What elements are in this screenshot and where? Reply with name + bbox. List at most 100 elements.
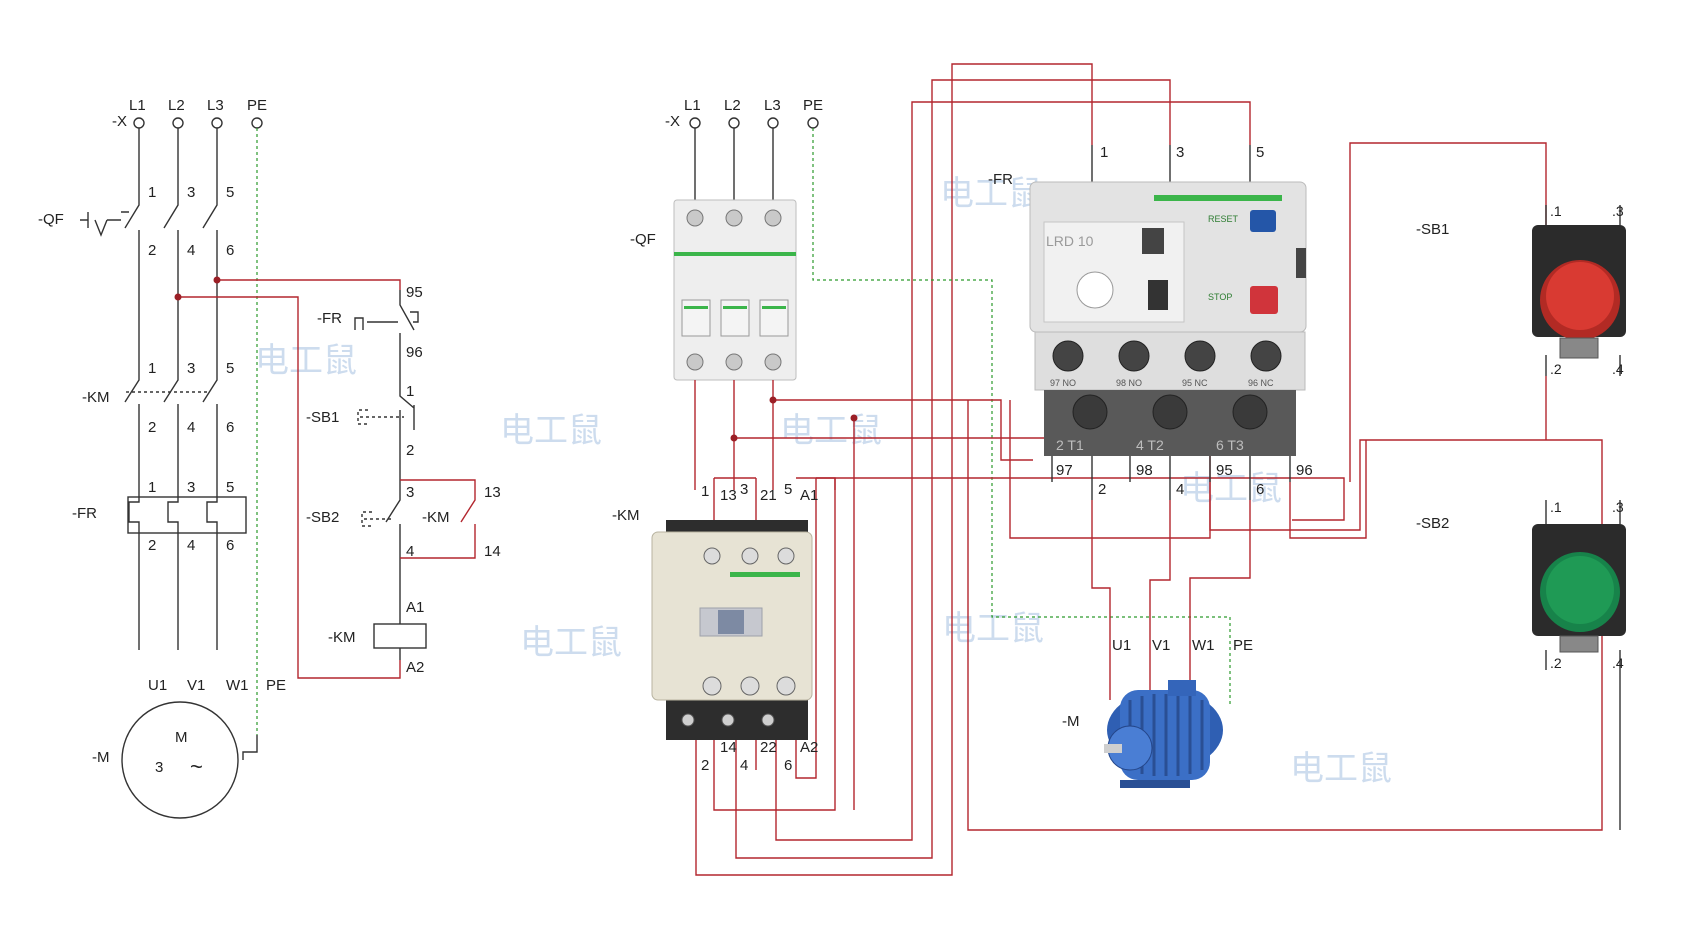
qf-toggle-mark [723,306,747,309]
sb1-cap[interactable] [1546,262,1614,330]
sb1-device-tag: -SB1 [1416,221,1449,238]
junction-dot [174,293,182,301]
fr-num: 1 [148,479,156,496]
motor-tag: -M [92,749,110,766]
fr-num: 1 [1100,144,1108,161]
wiring-pe-conductor [812,128,1231,705]
fr-stop-button[interactable] [1250,286,1278,314]
fr-num: 4 [1176,481,1184,498]
qf-screw [764,209,782,227]
km-num: 22 [760,739,777,756]
km-num: 5 [226,360,234,377]
fr-mode-switch [1142,228,1164,254]
sb1-nc-contact [399,380,415,480]
terminal-pe [251,117,263,129]
qf-breaker-device [673,199,797,381]
km-num: 6 [226,419,234,436]
motor-symbol [121,701,239,819]
wire-fr-t1-u1 [1091,500,1111,700]
supply-label-l3: L3 [207,97,224,114]
control-num: 13 [484,484,501,501]
wire-km5-to-fr5 [775,101,1251,841]
km-screw [740,676,760,696]
fr-num: 5 [226,479,234,496]
km-coil [373,623,427,649]
fr-num: 2 [148,537,156,554]
fr-num: 95 [1216,462,1233,479]
fr-aux-label: 97 NO [1050,378,1076,388]
junction-dot [730,434,738,442]
fr-thermal-box [127,496,247,534]
fr-output-screw [1072,394,1108,430]
fr-num: 96 [1296,462,1313,479]
sb2-cap[interactable] [1546,556,1614,624]
control-num: 1 [406,383,414,400]
control-wire-l3 [217,279,401,290]
wiring-terminal-l2 [728,117,740,129]
wiring-supply-l2: L2 [724,97,741,114]
fr-dial [1076,271,1114,309]
km-num: 1 [701,483,709,500]
sb2-start-button[interactable] [1532,524,1626,653]
sb2-contact-block [1559,635,1599,653]
fr-nc-contact [399,290,415,380]
wire-fr-t2-v1 [1149,500,1171,700]
watermark: 电工鼠 [940,174,1042,214]
fr-num: 4 [187,537,195,554]
sb1-stop-button[interactable] [1532,225,1626,359]
km-main-contacts [124,260,218,485]
sb1-actuator [357,409,404,425]
fr-side-latch [1296,248,1306,278]
fr-relay-device: LRD 10 RESET STOP 97 NO 98 NO 95 NC 96 N… [1029,181,1307,456]
motor-ground [242,735,258,760]
sb1-num: .1 [1550,203,1562,219]
motor-feet [1120,780,1190,788]
qf-device-tag: -QF [630,231,656,248]
fr-green-strip [1154,195,1282,201]
supply-label-pe: PE [247,97,267,114]
wiring-terminal-l1 [689,117,701,129]
fr-output-label: 4 T2 [1136,437,1164,453]
qf-toggle-mark [684,306,708,309]
qf-screw [725,209,743,227]
km-screw [721,713,735,727]
terminal-l2 [172,117,184,129]
wire-l3-to-fr95 [773,399,1033,461]
qf-screw [725,353,743,371]
km-green-strip [730,572,800,577]
km-tag: -KM [82,389,110,406]
wire-km3-to-fr3 [735,79,1171,859]
qf-body [673,199,797,381]
control-km-aux-tag: -KM [422,509,450,526]
qf-green-strip [674,252,796,256]
km-num: 6 [784,757,792,774]
control-num: 4 [406,543,414,560]
sb2-num: .2 [1550,655,1562,671]
control-num: 14 [484,543,501,560]
km-num: A2 [800,739,818,756]
motor-label: M [175,729,188,746]
wiring-supply-l1: L1 [684,97,701,114]
motor-terminal-pe: PE [266,677,286,694]
motor-terminal-v1: V1 [187,677,205,694]
watermark: 电工鼠 [500,411,602,451]
fr-num: 6 [226,537,234,554]
wire-km1-to-fr1 [695,63,1093,876]
fr-reset-button[interactable] [1250,210,1276,232]
fr-aux-label: 96 NC [1248,378,1274,388]
wire-fr-t3-w1 [1189,500,1251,700]
motor-terminal-u1: U1 [148,677,167,694]
wiring-supply-pe: PE [803,97,823,114]
wiring-terminal-pe [807,117,819,129]
qf-screw [686,353,704,371]
sb1-num: .4 [1612,361,1624,377]
qf-screw [686,209,704,227]
control-wire-l2 [178,296,401,679]
watermarks: 电工鼠 电工鼠 电工鼠 电工鼠 电工鼠 电工鼠 电工鼠 电工鼠 [255,174,1392,789]
sb1-leads [1545,205,1621,376]
fr-reset-label: RESET [1208,214,1239,224]
control-num: 3 [406,484,414,501]
wiring-panel: -X L1 L2 L3 PE -QF [612,63,1626,876]
wiring-motor-v1: V1 [1152,637,1170,654]
qf-tag: -QF [38,211,64,228]
